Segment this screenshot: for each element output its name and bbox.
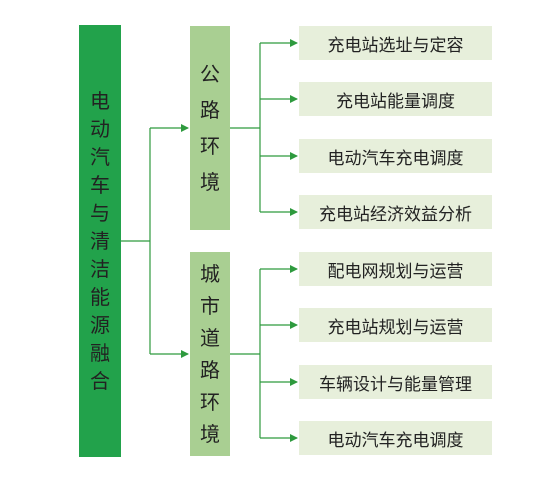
leaf-node-urban-2: 充电站规划与运营 <box>299 308 492 342</box>
vertical-char: 路 <box>200 358 220 382</box>
vertical-char: 环 <box>200 134 220 158</box>
category-node-urban-road: 城市道路环境 <box>190 252 230 456</box>
leaf-node-highway-3: 电动汽车充电调度 <box>299 139 492 173</box>
leaf-node-urban-3: 车辆设计与能量管理 <box>299 365 492 399</box>
vertical-char: 城 <box>200 262 220 286</box>
leaf-node-highway-4: 充电站经济效益分析 <box>299 195 492 229</box>
vertical-char: 市 <box>200 294 220 318</box>
category-node-highway: 公路环境 <box>190 26 230 230</box>
vertical-char: 汽 <box>90 145 110 169</box>
vertical-char: 道 <box>200 326 220 350</box>
leaf-node-highway-2: 充电站能量调度 <box>299 82 492 116</box>
vertical-char: 环 <box>200 390 220 414</box>
vertical-char: 动 <box>90 117 110 141</box>
vertical-char: 境 <box>200 422 220 446</box>
vertical-char: 境 <box>200 170 220 194</box>
vertical-char: 与 <box>90 201 110 225</box>
vertical-char: 能 <box>90 285 110 309</box>
leaf-node-urban-1: 配电网规划与运营 <box>299 252 492 286</box>
leaf-node-highway-1: 充电站选址与定容 <box>299 26 492 60</box>
leaf-node-urban-4: 电动汽车充电调度 <box>299 421 492 455</box>
vertical-char: 路 <box>200 98 220 122</box>
vertical-char: 电 <box>90 89 110 113</box>
vertical-char: 洁 <box>90 257 110 281</box>
vertical-char: 公 <box>200 62 220 86</box>
vertical-char: 车 <box>90 173 110 197</box>
root-node: 电动汽车与清洁能源融合 <box>79 25 121 457</box>
vertical-char: 清 <box>90 229 110 253</box>
vertical-char: 源 <box>90 313 110 337</box>
vertical-char: 融 <box>90 341 110 365</box>
vertical-char: 合 <box>90 369 110 393</box>
